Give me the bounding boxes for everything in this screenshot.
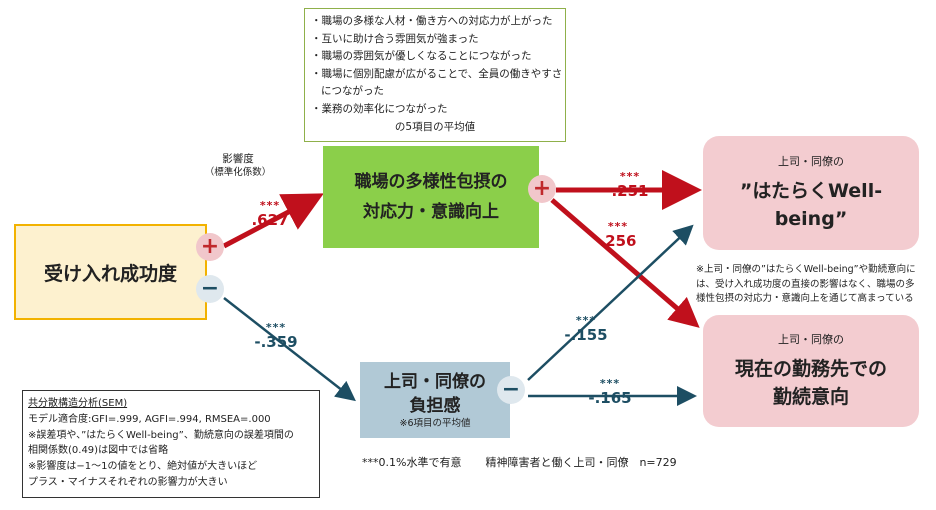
node-burden-line1: 上司・同僚の bbox=[384, 372, 486, 392]
note-item: ・職場に個別配慮が広がることで、全員の働きやすさ bbox=[311, 67, 563, 80]
sem-line: ※誤差項や、”はたらくWell-being”、勤続意向の誤差項間の bbox=[28, 429, 294, 441]
significance-footnote: ***0.1%水準で有意 精神障害者と働く上司・同僚 n=729 bbox=[362, 454, 677, 470]
coef-value: .251 bbox=[611, 182, 649, 200]
coef-inclusion-retention: *** .256 bbox=[588, 220, 648, 250]
node-acceptance-label: 受け入れ成功度 bbox=[43, 262, 177, 285]
coef-burden-wellbeing: *** -.155 bbox=[556, 314, 616, 344]
sem-line: 相関係数(0.49)は図中では省略 bbox=[28, 445, 169, 457]
coef-inclusion-wellbeing: *** .251 bbox=[600, 170, 660, 200]
coef-value: .627 bbox=[251, 211, 289, 229]
coef-value: -.165 bbox=[588, 389, 632, 407]
sem-line: ※影響度は−1～1の値をとり、絶対値が大きいほど bbox=[28, 461, 258, 473]
node-inclusion: 職場の多様性包摂の 対応力・意識向上 bbox=[323, 146, 539, 248]
note-item: につながった bbox=[321, 85, 384, 98]
node-wellbeing-line2: being” bbox=[774, 208, 848, 230]
node-retention-line1: 現在の勤務先での bbox=[734, 358, 887, 380]
plus-sign-icon: + bbox=[196, 233, 224, 261]
coef-stars: *** bbox=[575, 314, 597, 327]
coef-stars: *** bbox=[607, 220, 629, 233]
coef-accept-burden: *** -.359 bbox=[246, 321, 306, 351]
coef-stars: *** bbox=[619, 170, 641, 183]
minus-sign-icon: − bbox=[196, 275, 224, 303]
sample-text: 精神障害者と働く上司・同僚 n=729 bbox=[485, 456, 677, 469]
node-wellbeing: 上司・同僚の ”はたらくWell- being” bbox=[703, 136, 919, 250]
coef-stars: *** bbox=[265, 321, 287, 334]
arrow-accept-to-inclusion bbox=[222, 193, 324, 249]
coef-stars: *** bbox=[259, 199, 281, 212]
note-item: ・職場の多様な人材・働き方への対応力が上がった bbox=[311, 15, 553, 27]
note-foot: の5項目の平均値 bbox=[394, 120, 476, 133]
node-retention-pre: 上司・同僚の bbox=[778, 333, 844, 346]
node-acceptance-success: 受け入れ成功度 bbox=[14, 224, 207, 320]
node-retention: 上司・同僚の 現在の勤務先での 勤続意向 bbox=[703, 315, 919, 427]
arrow-burden-to-wellbeing bbox=[527, 224, 694, 381]
node-burden-sub: ※6項目の平均値 bbox=[399, 418, 471, 429]
arrow-inclusion-to-retention bbox=[550, 198, 700, 328]
node-retention-line2: 勤続意向 bbox=[772, 386, 849, 408]
mediation-note-line: 様性包摂の対応力・意識向上を通じて高まっている bbox=[696, 293, 914, 304]
node-burden-line2: 負担感 bbox=[409, 396, 461, 416]
sem-line: プラス・マイナスそれぞれの影響力が大きい bbox=[28, 476, 228, 488]
node-wellbeing-pre: 上司・同僚の bbox=[778, 155, 844, 168]
coef-value: .256 bbox=[599, 232, 637, 250]
mediation-note-line: ※上司・同僚の”はたらくWell-being”や勤続意向に bbox=[696, 264, 916, 275]
minus-sign-icon: − bbox=[497, 376, 525, 404]
arrow-accept-to-burden bbox=[223, 297, 356, 402]
significance-text: ***0.1%水準で有意 bbox=[362, 456, 462, 469]
mediation-note-line: は、受け入れ成功度の直接の影響はなく、職場の多 bbox=[696, 278, 915, 290]
coef-burden-retention: *** -.165 bbox=[580, 377, 640, 407]
effect-label-sub: （標準化係数） bbox=[204, 167, 272, 178]
plus-sign-icon: + bbox=[528, 175, 556, 203]
coef-accept-inclusion: *** .627 bbox=[240, 199, 300, 229]
note-item: ・業務の効率化につながった bbox=[311, 102, 448, 115]
node-burden: 上司・同僚の 負担感 ※6項目の平均値 bbox=[360, 362, 510, 438]
sem-line: モデル適合度:GFI=.999, AGFI=.994, RMSEA=.000 bbox=[28, 413, 271, 425]
sem-title: 共分散構造分析(SEM) bbox=[28, 398, 128, 409]
inclusion-items-note: ・職場の多様な人材・働き方への対応力が上がった ・互いに助け合う雰囲気が強まった… bbox=[304, 8, 566, 142]
coef-stars: *** bbox=[599, 377, 621, 390]
node-inclusion-line2: 対応力・意識向上 bbox=[363, 202, 499, 222]
note-item: ・職場の雰囲気が優しくなることにつながった bbox=[311, 50, 532, 63]
coef-value: -.359 bbox=[254, 333, 298, 351]
effect-label: 影響度 （標準化係数） bbox=[193, 153, 283, 179]
effect-label-title: 影響度 bbox=[222, 153, 254, 165]
note-item: ・互いに助け合う雰囲気が強まった bbox=[311, 32, 479, 45]
sem-model-note: 共分散構造分析(SEM) モデル適合度:GFI=.999, AGFI=.994,… bbox=[22, 390, 320, 498]
node-inclusion-line1: 職場の多様性包摂の bbox=[354, 172, 508, 192]
node-wellbeing-line1: ”はたらくWell- bbox=[739, 180, 883, 202]
mediation-note: ※上司・同僚の”はたらくWell-being”や勤続意向に は、受け入れ成功度の… bbox=[696, 263, 932, 307]
coef-value: -.155 bbox=[564, 326, 608, 344]
